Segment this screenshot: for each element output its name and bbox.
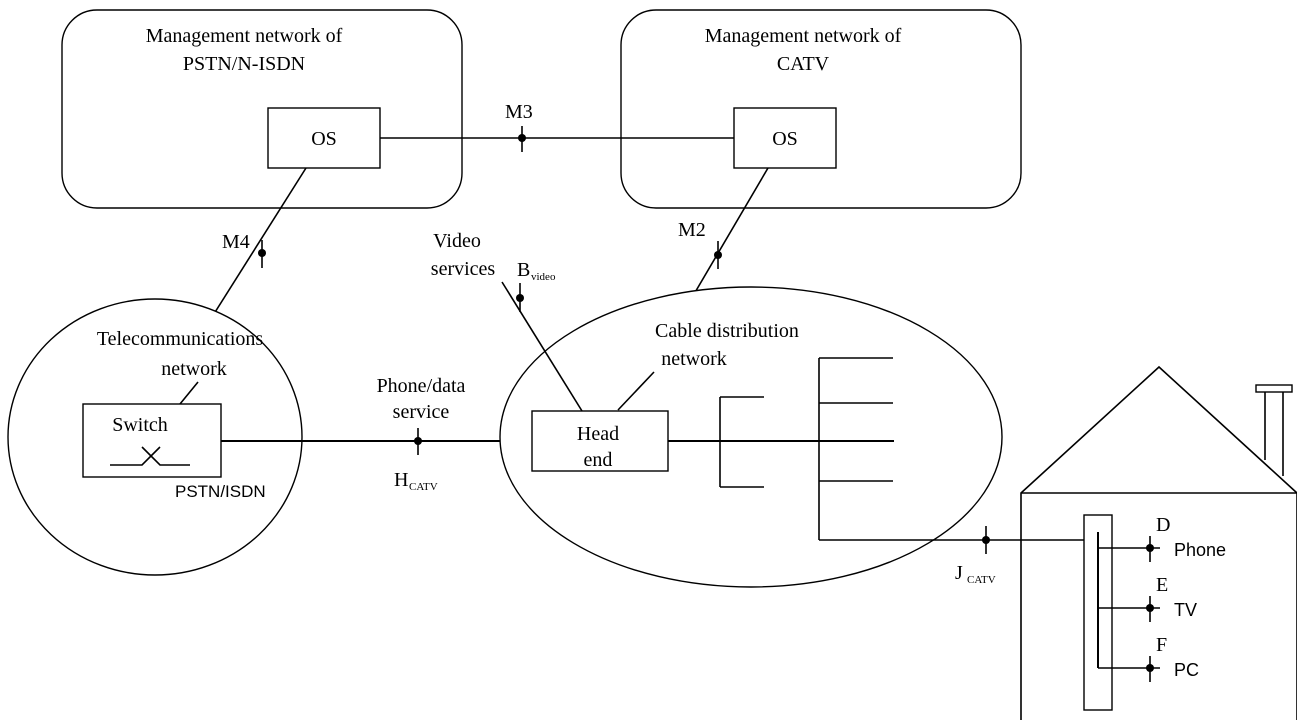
m4-link: M4 [199, 167, 307, 337]
house-roof [1020, 365, 1297, 720]
house: D E F Phone TV PC [1020, 365, 1297, 720]
d-label: D [1156, 514, 1170, 536]
os-label-catv: OS [772, 128, 798, 150]
f-label: F [1156, 634, 1167, 656]
telecom-network: Telecommunications network Switch PSTN/I… [7, 298, 303, 576]
tv-terminal-label: TV [1174, 600, 1197, 620]
chimney-cap [1255, 384, 1293, 393]
mgmt-catv-title-line2: CATV [777, 53, 830, 75]
h-catv-link: Phone/data service H CATV [221, 375, 532, 493]
cable-label-line2: network [661, 348, 727, 370]
m4-label: M4 [222, 231, 250, 253]
pc-terminal-label: PC [1174, 660, 1199, 680]
mgmt-pstn-title-line1: Management network of [146, 25, 343, 47]
os-label-pstn: OS [311, 128, 337, 150]
h-sub-label: CATV [409, 481, 438, 493]
e-label: E [1156, 574, 1168, 596]
h-main-label: H [394, 469, 408, 491]
cable-label-line1: Cable distribution [655, 320, 799, 342]
pstn-isdn-label: PSTN/ISDN [175, 482, 266, 501]
b-sub-label: video [531, 271, 556, 283]
telecom-label-line1: Telecommunications [97, 328, 264, 350]
video-services-line1: Video [433, 230, 481, 252]
b-main-label: B [517, 259, 530, 281]
j-sub-label: CATV [967, 574, 996, 586]
switch-label: Switch [112, 414, 168, 436]
switch-cross-icon [110, 446, 161, 466]
head-end-label-line1: Head [577, 423, 619, 445]
cable-network: Cable distribution network Head end [499, 286, 1090, 588]
mgmt-network-pstn: Management network of PSTN/N-ISDN OS [61, 9, 463, 209]
head-end-label-line2: end [584, 449, 613, 471]
j-catv-point: J CATV [955, 526, 996, 586]
m3-link: M3 [380, 101, 734, 152]
mgmt-catv-title-line1: Management network of [705, 25, 902, 47]
phone-data-label-line2: service [393, 401, 450, 423]
m3-label: M3 [505, 101, 533, 123]
b-video-link: Video services B video [431, 230, 583, 412]
telecom-label-line2: network [161, 358, 227, 380]
phone-terminal-label: Phone [1174, 540, 1226, 560]
video-services-line2: services [431, 258, 496, 280]
os-box-pstn [267, 107, 381, 169]
mgmt-network-catv: Management network of CATV OS [620, 9, 1022, 209]
phone-data-label-line1: Phone/data [377, 375, 466, 397]
m2-label: M2 [678, 219, 706, 241]
switch-box [82, 403, 222, 478]
head-end-box [531, 410, 669, 472]
mgmt-pstn-title-line2: PSTN/N-ISDN [183, 53, 305, 75]
j-main-label: J [955, 562, 963, 584]
